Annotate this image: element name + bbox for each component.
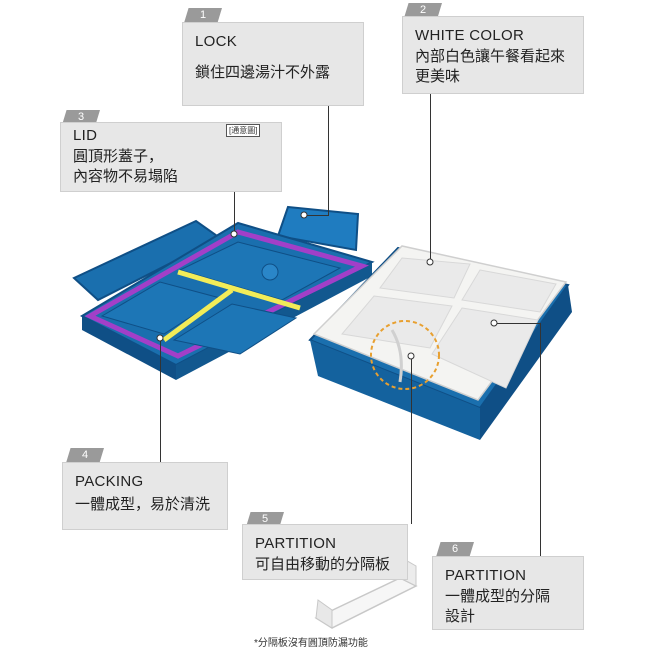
- callout-5-title: PARTITION: [255, 535, 337, 552]
- callout-4-line-1: 一體成型，易於清洗: [75, 496, 211, 513]
- callout-white-color: WHITE COLOR 內部白色讓午餐看起來 更美味: [402, 16, 584, 94]
- callout-2-line-2: 更美味: [415, 68, 461, 85]
- callout-3-title: LID: [73, 127, 98, 144]
- callout-3-line-2: 內容物不易塌陷: [73, 168, 179, 185]
- callout-6-number: 6: [436, 542, 474, 557]
- callout-1-leader-h: [304, 215, 329, 216]
- white-tray: [308, 245, 572, 440]
- callout-5-line-1: 可自由移動的分隔板: [255, 556, 391, 573]
- callout-1-number: 1: [184, 8, 222, 23]
- callout-6-leader-h: [494, 323, 540, 324]
- callout-packing: PACKING 一體成型，易於清洗: [62, 462, 228, 530]
- callout-3-line-1: 圓頂形蓋子，: [73, 148, 164, 165]
- callout-6-line-2: 設計: [445, 608, 476, 625]
- callout-2-leader: [430, 94, 431, 262]
- schematic-label: [通意圖]: [226, 124, 261, 137]
- callout-6-line-1: 一體成型的分隔: [445, 588, 551, 605]
- callout-1-title: LOCK: [195, 33, 238, 50]
- callout-6-title: PARTITION: [445, 567, 527, 584]
- callout-lock: LOCK 鎖住四邊湯汁不外露: [182, 22, 364, 106]
- callout-5-number: 5: [246, 512, 284, 527]
- callout-partition-movable: PARTITION 可自由移動的分隔板: [242, 524, 408, 580]
- blue-lid-container: [72, 205, 375, 380]
- callout-2-line-1: 內部白色讓午餐看起來: [415, 48, 566, 65]
- callout-2-number: 2: [404, 3, 442, 18]
- footnote: *分隔板沒有圓頂防漏功能: [254, 638, 368, 649]
- callout-4-leader: [160, 338, 161, 462]
- callout-3-number: 3: [62, 110, 100, 125]
- callout-4-title: PACKING: [75, 473, 144, 490]
- callout-1-leader: [328, 106, 329, 216]
- callout-4-number: 4: [66, 448, 104, 463]
- callout-1-line-1: 鎖住四邊湯汁不外露: [195, 64, 331, 81]
- callout-3-leader: [234, 192, 235, 234]
- callout-6-leader: [540, 323, 541, 556]
- callout-5-leader: [411, 356, 412, 524]
- callout-partition-integrated: PARTITION 一體成型的分隔 設計: [432, 556, 584, 630]
- callout-2-title: WHITE COLOR: [415, 27, 525, 44]
